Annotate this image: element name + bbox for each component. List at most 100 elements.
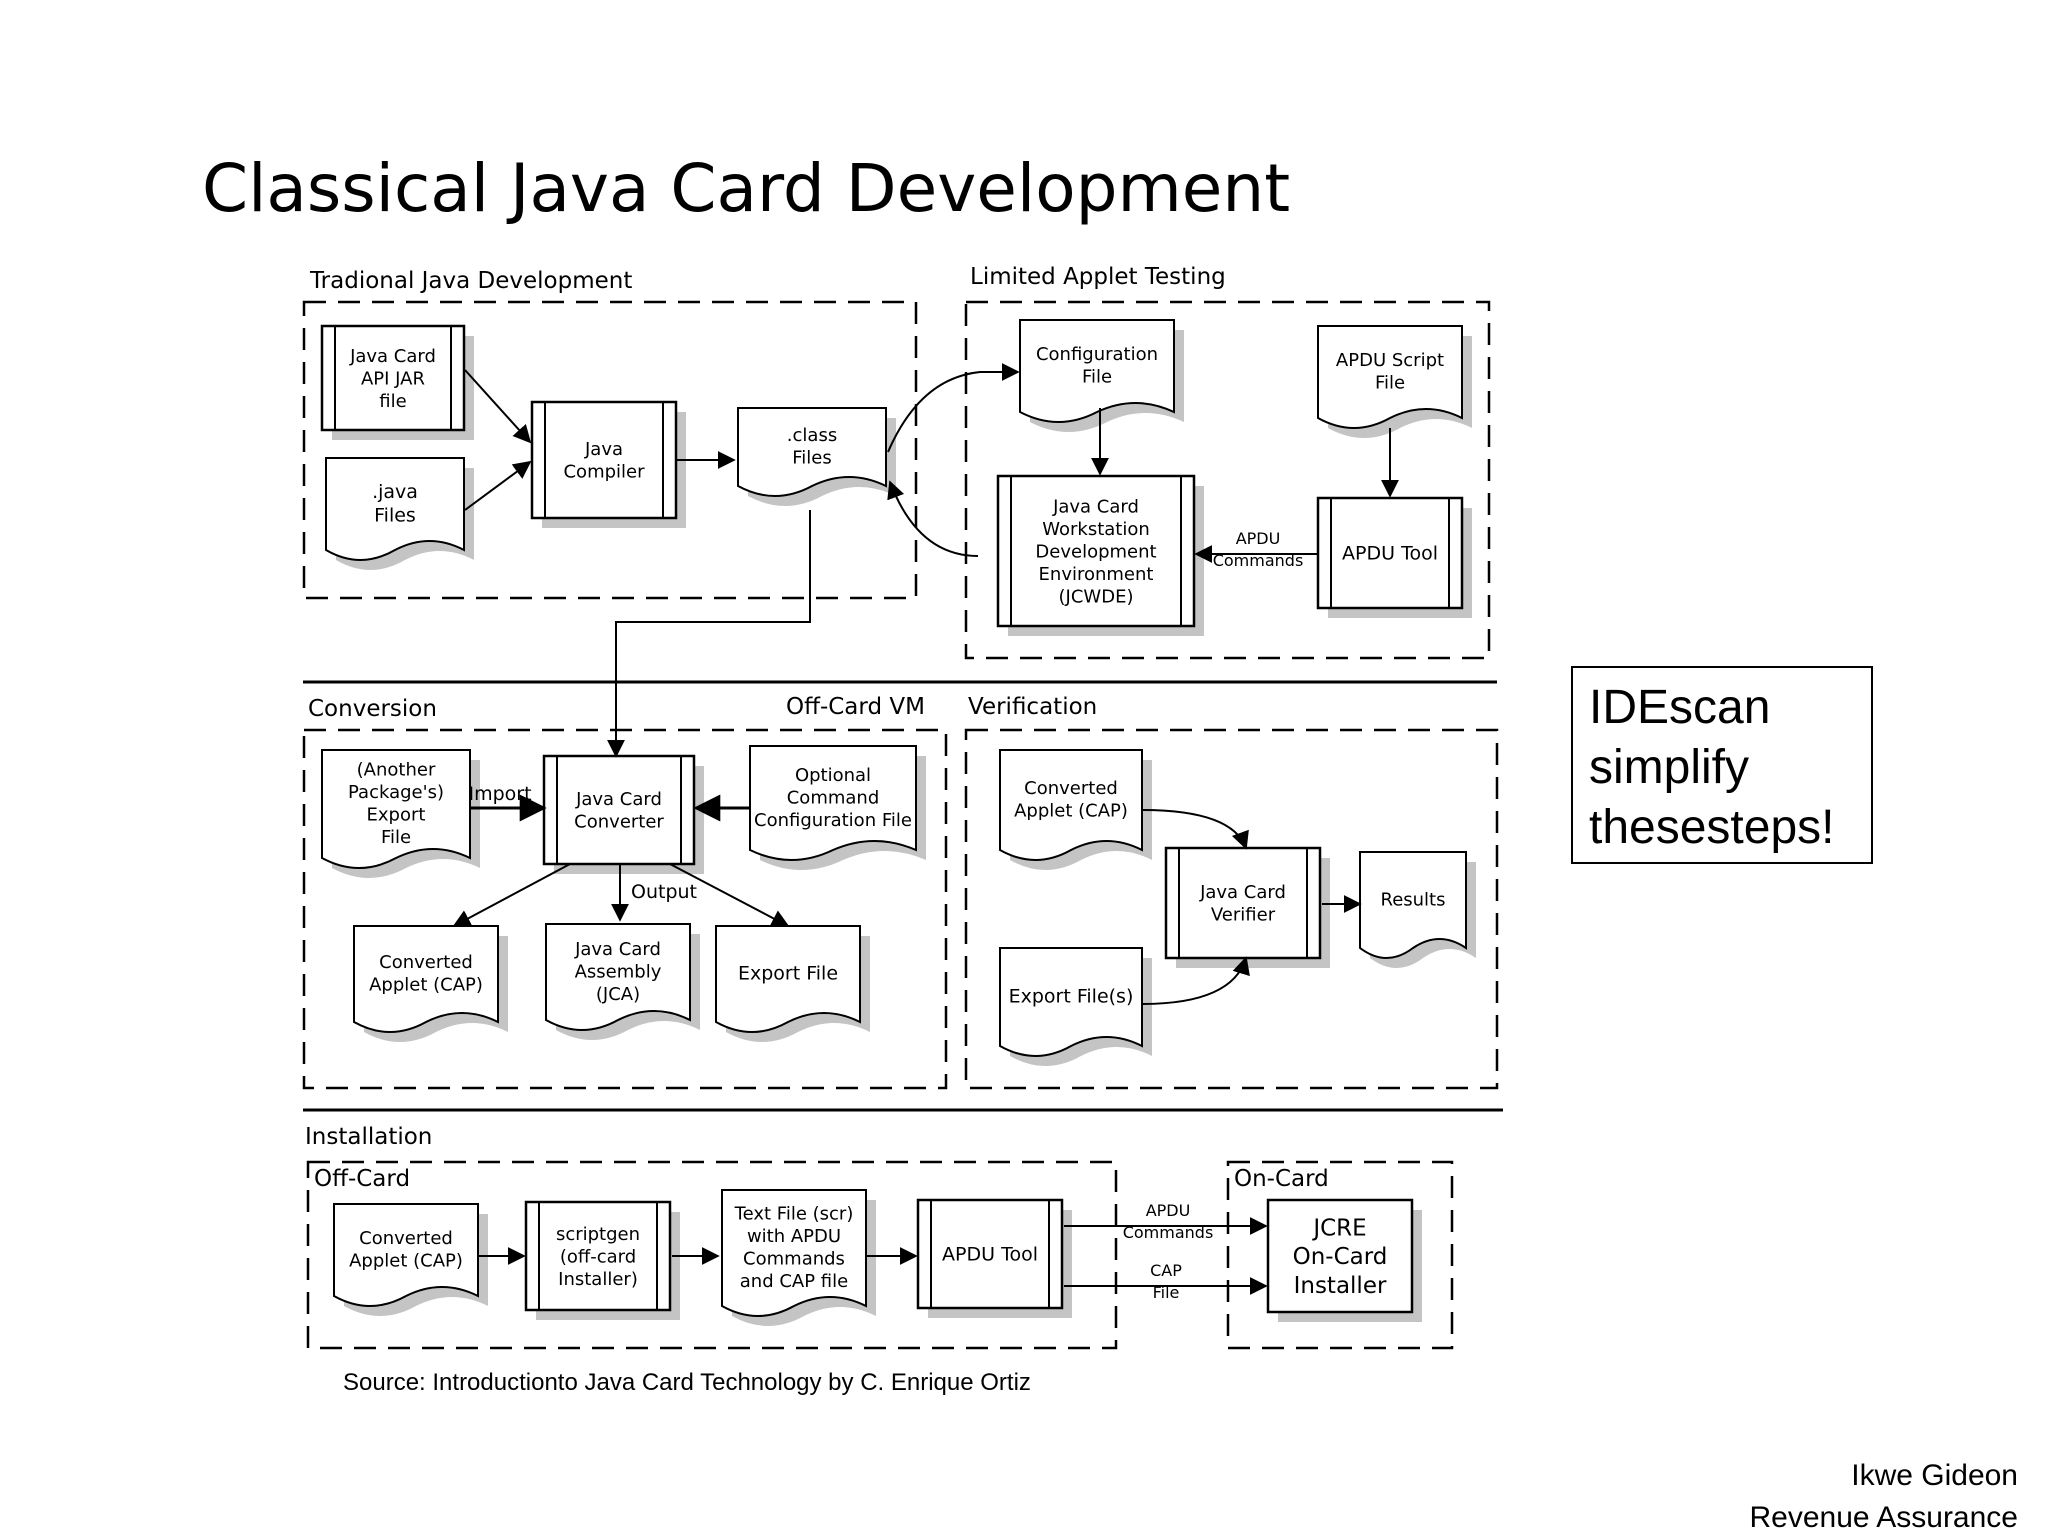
- node-label-line: APDU Tool: [942, 1244, 1038, 1266]
- edge-jcwde-to-class: [887, 480, 979, 557]
- container-on-card: [1226, 1160, 1454, 1350]
- edge-label-apdu-commands-line2: Commands: [1213, 551, 1304, 570]
- container-off-card: [306, 1160, 1118, 1350]
- node-label-line: Java Card: [1052, 496, 1139, 517]
- node-label-line: JCRE: [1311, 1215, 1366, 1241]
- node-label-line: Assembly: [575, 961, 662, 982]
- label-offcard-vm: Off-Card VM: [786, 694, 925, 720]
- node-label-line: File: [381, 827, 411, 848]
- node-label-line: Verifier: [1211, 905, 1276, 926]
- node-label-line: Java Card: [575, 789, 662, 810]
- edge-vcap-to-verifier: [1141, 809, 1249, 850]
- node-label-line: Configuration: [1036, 344, 1158, 365]
- node-apdu-tool-top: APDU Tool: [1316, 496, 1472, 618]
- edge-label-apdu-commands2-line2: Commands: [1123, 1223, 1214, 1242]
- node-label-line: Applet (CAP): [349, 1251, 463, 1272]
- edge-converter-to-cap: [452, 863, 571, 927]
- node-label-line: Converter: [574, 812, 664, 833]
- node-apdu-tool-bottom: APDU Tool: [916, 1198, 1072, 1318]
- section-rules: [303, 680, 1503, 1112]
- container-verification: [964, 728, 1499, 1090]
- node-jcwde: Java CardWorkstationDevelopmentEnvironme…: [996, 474, 1204, 636]
- node-label-line: Converted: [1024, 778, 1118, 799]
- node-label-line: Command: [787, 787, 880, 808]
- label-installation: Installation: [305, 1124, 432, 1150]
- label-on-card: On-Card: [1234, 1166, 1329, 1192]
- edge-label-import: Import: [468, 783, 531, 805]
- label-conversion: Conversion: [308, 696, 437, 722]
- edge-label-cap-file-line2: File: [1153, 1283, 1180, 1302]
- node-label-line: Text File (scr): [734, 1204, 854, 1225]
- section-labels: Tradional Java Development Limited Apple…: [305, 264, 1329, 1192]
- node-label-line: Converted: [359, 1228, 453, 1249]
- node-export-files: Export File(s): [999, 947, 1152, 1066]
- node-label-line: Java: [584, 439, 623, 460]
- node-label-line: (JCWDE): [1059, 586, 1134, 607]
- connectors: [452, 363, 1399, 1295]
- node-label-line: Development: [1035, 541, 1156, 562]
- node-label-line: File: [1375, 373, 1405, 394]
- node-label-line: Java Card: [574, 939, 661, 960]
- node-label-line: Environment: [1039, 564, 1154, 585]
- edge-labels: APDU Commands Import Output APDU Command…: [468, 529, 1303, 1302]
- callout-line-2: simplify: [1589, 741, 1750, 794]
- idescan-callout: IDEscan simplify thesesteps!: [1571, 666, 1873, 864]
- node-label-line: Java Card: [349, 346, 436, 367]
- callout-line-3: thesesteps!: [1589, 801, 1835, 854]
- node-label-line: Compiler: [563, 462, 645, 483]
- container-traditional: [302, 300, 918, 600]
- edge-exports-to-verifier: [1141, 956, 1250, 1005]
- node-label-line: On-Card: [1293, 1244, 1388, 1270]
- edge-jar-to-compiler: [464, 369, 532, 444]
- callout-line-1: IDEscan: [1589, 681, 1771, 734]
- node-label-line: Java Card: [1199, 882, 1286, 903]
- node-label-line: APDU Script: [1336, 350, 1444, 371]
- slide-title: Classical Java Card Development: [202, 150, 1291, 227]
- node-label-line: Results: [1381, 889, 1446, 910]
- edge-label-apdu-commands-line1: APDU: [1236, 529, 1281, 548]
- node-export-file: Export File: [715, 925, 870, 1042]
- edge-label-output: Output: [631, 881, 697, 903]
- label-off-card: Off-Card: [314, 1166, 410, 1192]
- label-limited: Limited Applet Testing: [970, 264, 1226, 290]
- node-label-line: Installer): [558, 1269, 638, 1290]
- node-label-line: Applet (CAP): [1014, 801, 1128, 822]
- node-label-line: API JAR: [361, 368, 425, 389]
- edge-label-apdu-commands2-line1: APDU: [1146, 1201, 1191, 1220]
- node-label-line: Workstation: [1042, 519, 1150, 540]
- edge-label-cap-file-line1: CAP: [1150, 1261, 1182, 1280]
- node-label-line: Export File(s): [1009, 986, 1134, 1008]
- node-label-line: with APDU: [747, 1226, 841, 1247]
- node-label-line: Converted: [379, 952, 473, 973]
- node-label-line: and CAP file: [740, 1271, 848, 1292]
- node-label-line: scriptgen: [556, 1224, 640, 1245]
- node-label-line: Optional: [795, 765, 871, 786]
- footer-department: Revenue Assurance: [1749, 1501, 2018, 1534]
- node-label-line: Installer: [1294, 1273, 1387, 1299]
- footer-author: Ikwe Gideon: [1851, 1459, 2018, 1492]
- node-label-line: (Another: [357, 760, 436, 781]
- node-label-line: Export File: [738, 963, 838, 985]
- node-label-line: Configuration File: [754, 810, 912, 831]
- node-label-line: Files: [374, 505, 416, 527]
- edge-java-to-compiler: [464, 460, 532, 511]
- edge-class-to-converter: [607, 510, 811, 758]
- edge-class-to-config: [887, 363, 1020, 453]
- node-label-line: .java: [372, 481, 418, 503]
- source-citation: Source: Introductionto Java Card Technol…: [343, 1369, 1031, 1396]
